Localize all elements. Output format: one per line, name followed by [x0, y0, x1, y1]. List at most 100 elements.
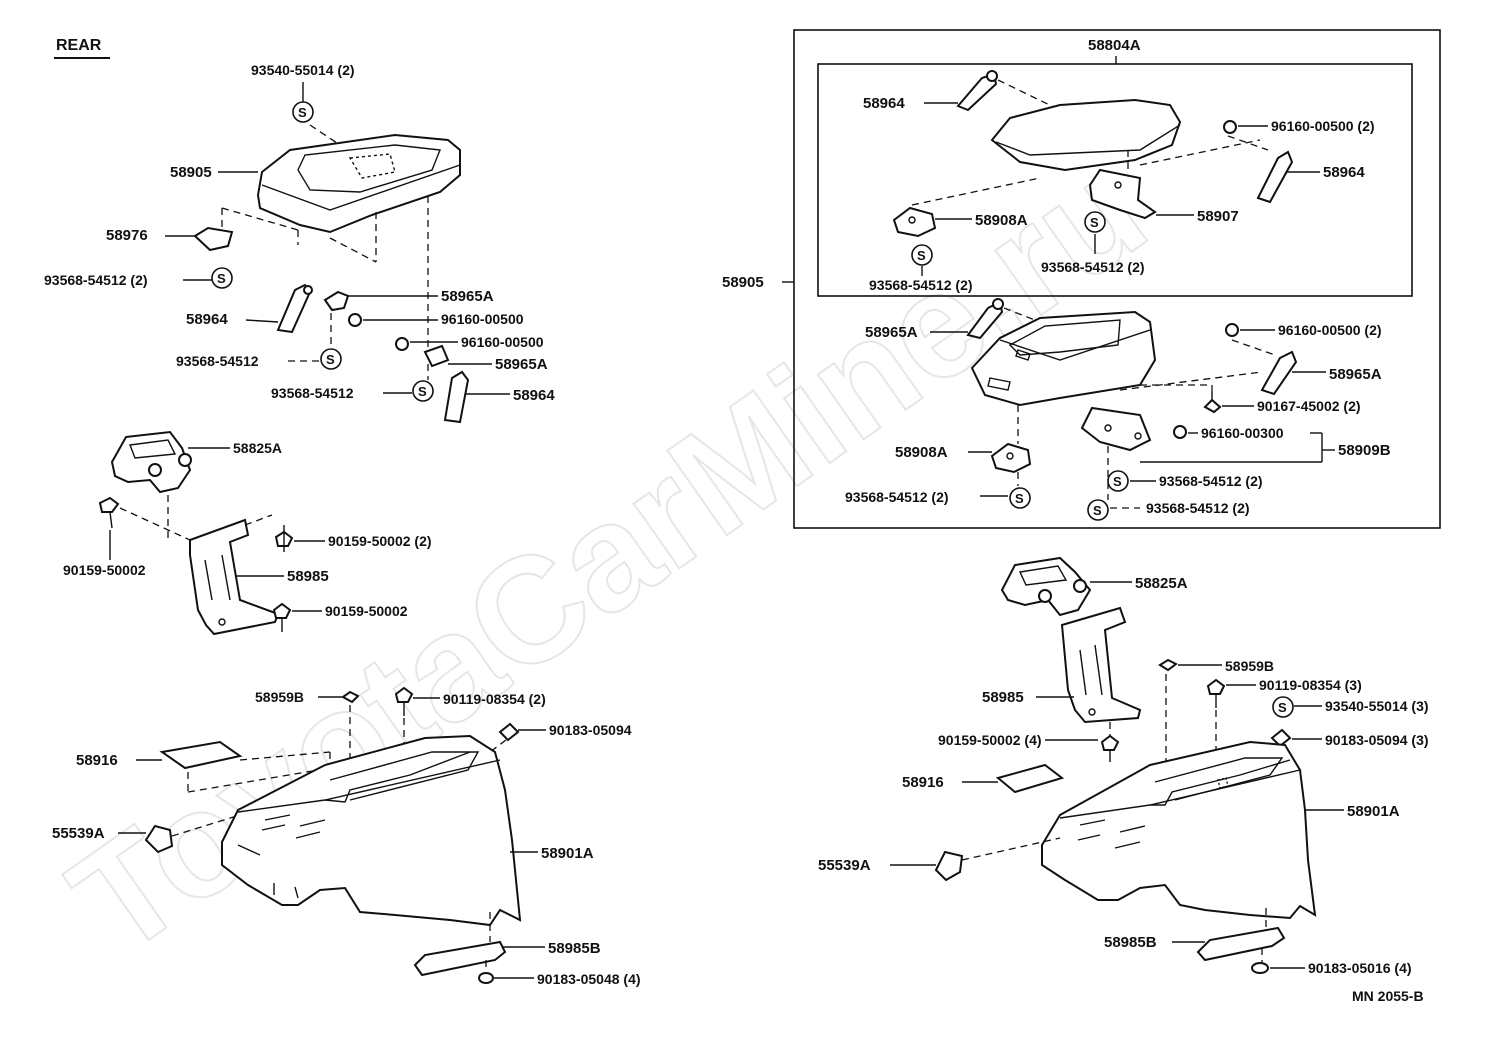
label-93568-54512-2d: 93568-54512 (2): [1159, 473, 1263, 489]
label-58908A-a: 58908A: [975, 212, 1028, 229]
nut-icon: [348, 313, 362, 327]
rear-label: REAR: [56, 37, 102, 54]
label-58908A-b: 58908A: [895, 444, 948, 461]
hinge-58964: [1256, 150, 1294, 204]
washer-s-icon: S: [211, 267, 233, 289]
label-58905: 58905: [170, 164, 212, 181]
label-58907: 58907: [1197, 208, 1239, 225]
label-58965A-b: 58965A: [495, 356, 548, 373]
bracket-58985: [1060, 606, 1142, 724]
screw-icon: [1203, 392, 1222, 414]
svg-text:S: S: [1090, 215, 1099, 230]
label-90159-50002-2: 90159-50002 (2): [328, 533, 432, 549]
label-58985: 58985: [287, 568, 329, 585]
nut-icon: [395, 337, 409, 351]
clip-nut-icon: [1251, 962, 1269, 974]
plug-58959B: [1158, 658, 1178, 672]
label-58825A-right: 58825A: [1135, 575, 1188, 592]
console-lid-58905: [256, 133, 461, 234]
bracket-58965A: [323, 290, 350, 312]
svg-text:S: S: [418, 384, 427, 399]
assembly-box-58804A: [817, 63, 1413, 297]
washer-s-icon: S: [1084, 211, 1106, 233]
bracket-58965A: [423, 344, 450, 368]
left-assembly: REAR 93540-55014 (2) S 58905 58976 9356: [44, 37, 641, 987]
washer-s-icon: S: [1087, 499, 1109, 521]
svg-text:S: S: [1113, 474, 1122, 489]
label-58901A-right: 58901A: [1347, 803, 1400, 820]
washer-s-icon: S: [1272, 696, 1294, 718]
svg-text:S: S: [326, 352, 335, 367]
switch-55539A: [934, 850, 964, 882]
bolt-icon: [274, 525, 294, 552]
label-58916: 58916: [76, 752, 118, 769]
svg-text:S: S: [1015, 491, 1024, 506]
nut-icon: [1225, 323, 1239, 337]
label-90183-05016: 90183-05016 (4): [1308, 960, 1412, 976]
bolt-icon: [394, 686, 414, 716]
clip-nut-icon: [498, 722, 520, 742]
label-58825A: 58825A: [233, 440, 282, 456]
label-58965A-ra: 58965A: [865, 324, 918, 341]
washer-s-icon: S: [412, 380, 434, 402]
console-upper-box: [970, 310, 1157, 407]
bracket-58908A: [892, 206, 937, 238]
bracket-58908A: [990, 442, 1032, 474]
label-58985B-right: 58985B: [1104, 934, 1157, 951]
label-93568-54512-2b: 93568-54512 (2): [1041, 259, 1145, 275]
bracket-58907: [1088, 168, 1157, 220]
label-90183-05048: 90183-05048 (4): [537, 971, 641, 987]
label-58976: 58976: [106, 227, 148, 244]
washer-s-icon: S: [292, 101, 314, 123]
label-58964-b: 58964: [513, 387, 555, 404]
label-55539A: 55539A: [52, 825, 105, 842]
console-body-58901A: [1041, 740, 1317, 920]
label-90119-08354: 90119-08354 (2): [443, 691, 546, 707]
bolt-icon: [1100, 734, 1120, 762]
trim-58985B: [1196, 926, 1286, 962]
cover-58916: [159, 740, 243, 770]
label-93568-54512-a: 93568-54512: [176, 353, 259, 369]
cup-holder-58825A: [1000, 556, 1092, 617]
hinge-58965A: [1260, 350, 1298, 396]
drawing-code: MN 2055-B: [1352, 988, 1424, 1004]
label-58965A-a: 58965A: [441, 288, 494, 305]
label-96160-00500-2a: 96160-00500 (2): [1271, 118, 1375, 134]
bolt-icon: [1206, 678, 1226, 708]
washer-s-icon: S: [320, 348, 342, 370]
label-90183-05094-right: 90183-05094 (3): [1325, 732, 1429, 748]
washer-s-icon: S: [1009, 487, 1031, 509]
washer-s-icon: S: [1107, 470, 1129, 492]
label-58964-rb: 58964: [1323, 164, 1365, 181]
label-58901A: 58901A: [541, 845, 594, 862]
bolt-icon: [272, 602, 292, 632]
svg-text:S: S: [1093, 503, 1102, 518]
label-93568-54512-2a: 93568-54512 (2): [869, 277, 973, 293]
bolt-icon: [98, 496, 120, 529]
cover-58916: [995, 763, 1065, 794]
bracket-58985: [189, 518, 280, 636]
washer-s-icon: S: [911, 244, 933, 266]
label-93540-55014: 93540-55014 (2): [251, 62, 355, 78]
console-body-58901A: [221, 734, 522, 927]
svg-text:S: S: [1278, 700, 1287, 715]
label-96160-00500-a: 96160-00500: [441, 311, 524, 327]
label-58965A-rb: 58965A: [1329, 366, 1382, 383]
label-90159-50002-b: 90159-50002: [325, 603, 408, 619]
nut-icon: [1223, 120, 1237, 134]
label-93568-54512-2e: 93568-54512 (2): [1146, 500, 1250, 516]
clip-58976: [193, 226, 234, 252]
label-58909B: 58909B: [1338, 442, 1391, 459]
bracket-58909B: [1080, 406, 1152, 452]
label-90183-05094: 90183-05094: [549, 722, 632, 738]
clip-nut-icon: [478, 972, 494, 984]
right-assembly: 58804A 58905 58964 96160-00500 (2) 58964: [722, 29, 1441, 1004]
label-90119-08354-right: 90119-08354 (3): [1259, 677, 1362, 693]
label-93540-55014-right: 93540-55014 (3): [1325, 698, 1429, 714]
svg-text:S: S: [917, 248, 926, 263]
label-58964-a: 58964: [186, 311, 228, 328]
label-90159-50002-right: 90159-50002 (4): [938, 732, 1042, 748]
label-58959B-right: 58959B: [1225, 658, 1274, 674]
svg-text:S: S: [298, 105, 307, 120]
